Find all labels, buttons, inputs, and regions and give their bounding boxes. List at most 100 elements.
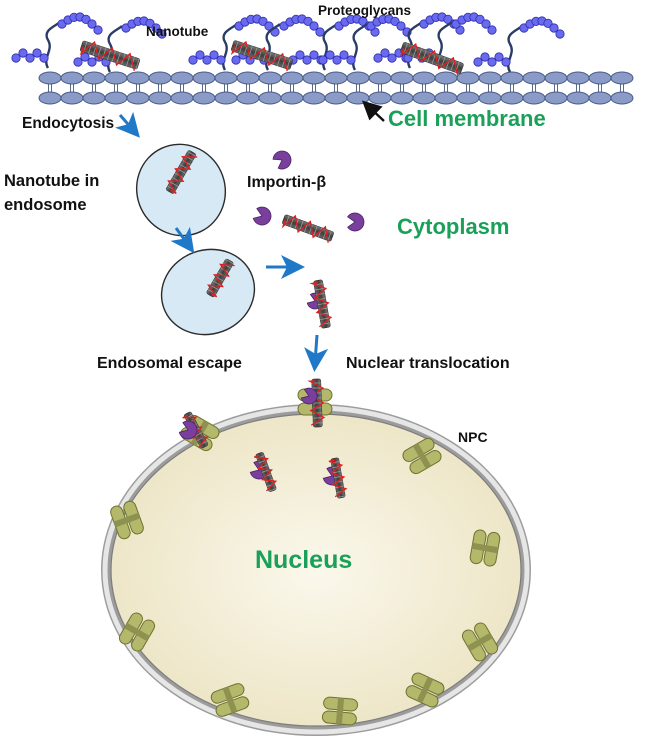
glycan-bead [396, 21, 406, 31]
label-importin: Importin-β [247, 174, 326, 191]
glycan-bead [332, 55, 342, 65]
lipid-head-inner [324, 91, 348, 105]
glycan-bead [543, 18, 553, 28]
npc [118, 612, 156, 652]
npc [405, 672, 445, 708]
nanotube-ring [313, 225, 318, 236]
nanotube-ring [320, 317, 330, 320]
lipid-head-outer [324, 71, 348, 85]
lipid-head-outer [170, 71, 194, 85]
membrane-nanotube-group [79, 40, 464, 76]
cell-membrane-bilayer [38, 71, 634, 105]
proteoglycan [11, 12, 103, 69]
glycan-bead [302, 55, 312, 65]
lipid-head-outer [610, 71, 634, 85]
importin-beta [272, 150, 292, 170]
importin-beta [252, 206, 272, 226]
lipid-head-inner [390, 91, 414, 105]
glycan-bead [258, 16, 268, 26]
glycan-bead [390, 16, 400, 26]
nanotube-body [400, 42, 464, 74]
lipid-head-outer [192, 71, 216, 85]
glycan-bead [339, 50, 349, 60]
nanotube-ring [327, 231, 332, 241]
glycan-bead [481, 19, 491, 29]
glycan-bead [373, 53, 383, 63]
npc [321, 696, 359, 726]
glycan-bead [11, 53, 21, 63]
nanotube-ring [332, 471, 341, 474]
lipid-head-outer [126, 71, 150, 85]
nanotube-ring [194, 432, 203, 437]
nanotube-body [166, 150, 196, 194]
lipid-head-outer [522, 71, 546, 85]
membrane-nanotube [399, 42, 464, 76]
glycan-bead [303, 16, 313, 26]
lipid-head-outer [104, 71, 128, 85]
npc-channel [471, 542, 499, 554]
dna-wrap [253, 454, 278, 492]
glycan-bead [318, 55, 328, 65]
glycan-bead [494, 52, 504, 62]
lipid-head-inner [280, 91, 304, 105]
glycan-bead [188, 55, 198, 65]
lipid-head-outer [412, 71, 436, 85]
lipid-head-outer [478, 71, 502, 85]
lipid-head-inner [346, 91, 370, 105]
glycan-bead [487, 25, 497, 35]
lipid-head-inner [610, 91, 634, 105]
dna-wrap [281, 214, 329, 243]
label-nanotube-in-endosome-1: Nanotube in [4, 172, 99, 190]
lipid-head-outer [302, 71, 326, 85]
dna-wrap [230, 40, 288, 72]
lipid-head-inner [566, 91, 590, 105]
nanotube-ring [106, 49, 112, 61]
lipid-head-inner [126, 91, 150, 105]
lipid-head-outer [588, 71, 612, 85]
npc-channel [467, 632, 493, 652]
npc-channel [335, 697, 345, 725]
glycan-bead [81, 14, 91, 24]
proteoglycan [73, 16, 167, 73]
npc-channel [113, 512, 141, 528]
label-cytoplasm: Cytoplasm [397, 214, 509, 239]
nanotube-ring [135, 58, 140, 70]
lipid-head-inner [368, 91, 392, 105]
nanotube-ring [116, 52, 121, 64]
lipid-head-inner [412, 91, 436, 105]
proteoglycan [473, 16, 565, 73]
nanotube-ring [268, 488, 277, 492]
dna-wrap [307, 380, 326, 426]
glycan-bead [501, 57, 511, 67]
glycan-bead [295, 50, 305, 60]
glycan-bead [151, 23, 161, 33]
glycan-bead [209, 50, 219, 60]
glycan-bead [315, 27, 325, 37]
glycan-bead [325, 50, 335, 60]
glycan-bead [87, 19, 97, 29]
lipid-head-outer [38, 71, 62, 85]
nanotube-ring [272, 53, 277, 65]
nuclear-nanotube [328, 457, 348, 499]
lipid-head-inner [258, 91, 282, 105]
npc [461, 622, 499, 662]
lipid-head-inner [588, 91, 612, 105]
glycan-bead [73, 57, 83, 67]
npc [402, 437, 442, 475]
proteoglycan [188, 14, 280, 71]
glycan-bead [195, 50, 205, 60]
lipid-head-inner [456, 91, 480, 105]
membrane-nanotube [79, 40, 141, 71]
label-npc: NPC [458, 429, 488, 445]
nanotube-ring [179, 164, 189, 170]
glycan-bead [549, 23, 559, 33]
glycan-bead [231, 55, 241, 65]
npc-channel [416, 676, 434, 704]
nanotube-ring [102, 47, 107, 59]
lipid-head-outer [368, 71, 392, 85]
nanotube-ring [277, 55, 282, 66]
proteoglycan [318, 14, 412, 71]
arrow-translocation [304, 334, 329, 372]
lipid-head-outer [236, 71, 260, 85]
npc-channel [222, 686, 238, 714]
